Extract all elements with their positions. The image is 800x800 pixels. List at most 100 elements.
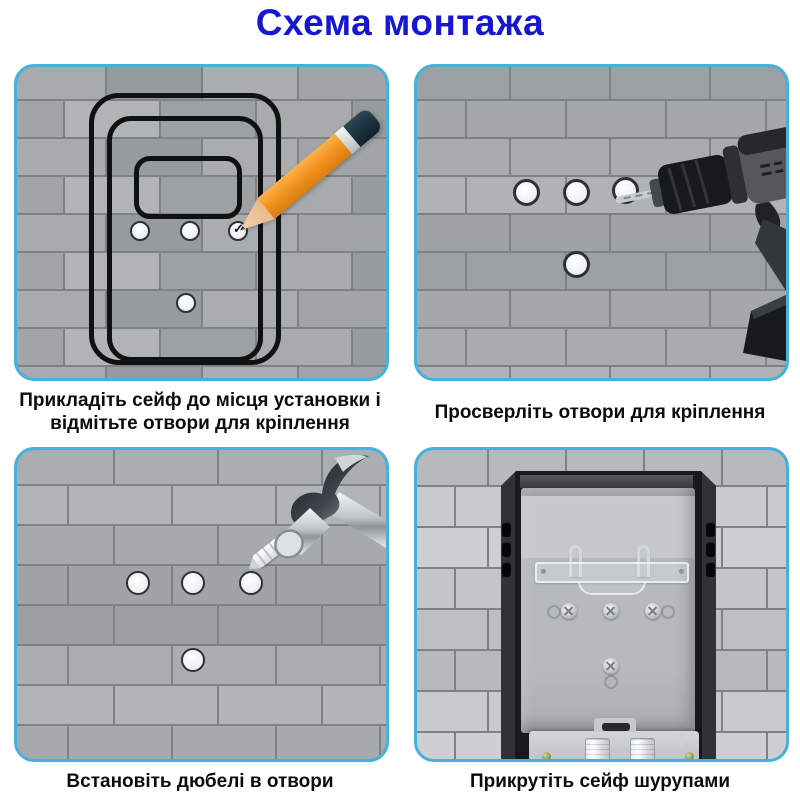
brick: [17, 646, 67, 684]
drill-icon: [615, 119, 786, 361]
brick: [17, 329, 63, 365]
brick: [381, 646, 386, 684]
grip-ridge: [706, 522, 715, 537]
bracket-screw: [679, 569, 684, 574]
brick: [768, 487, 786, 526]
key-hanger-bracket: [535, 562, 689, 583]
brick: [417, 651, 454, 690]
brick: [511, 67, 609, 99]
brick: [611, 291, 709, 327]
brick: [17, 526, 113, 564]
brick: [173, 726, 275, 759]
brick: [417, 692, 487, 731]
brick: [17, 450, 113, 484]
brick: [417, 67, 509, 99]
key-safe-top-edge: [520, 475, 693, 488]
brick: [65, 253, 159, 289]
brick: [115, 450, 217, 484]
screw-icon: [645, 603, 661, 619]
dowel-hole: [239, 571, 263, 595]
brick: [711, 67, 786, 99]
drilled-hole: [563, 179, 590, 206]
brick: [567, 101, 665, 137]
brick: [69, 566, 171, 604]
brick: [203, 291, 297, 327]
screw-icon: [603, 603, 619, 619]
brick: [17, 566, 67, 604]
brick: [17, 686, 113, 724]
brick: [467, 253, 565, 289]
brick: [417, 528, 487, 567]
screw-icon: [561, 603, 577, 619]
brick: [17, 177, 63, 213]
bracket-screw: [541, 569, 546, 574]
brick: [611, 215, 709, 251]
marked-hole: [176, 293, 196, 313]
lock-pin: [679, 733, 685, 747]
brick: [299, 215, 386, 251]
brick: [277, 726, 379, 759]
brick: [17, 486, 67, 524]
brick: [723, 610, 786, 649]
bracket-curve: [578, 581, 646, 595]
step-caption-3: Встановіть дюбелі в отвори: [66, 771, 334, 792]
brick: [17, 726, 67, 759]
step-caption-4: Прикрутіть сейф шурупами: [469, 771, 731, 792]
page-title: Схема монтажа: [255, 2, 545, 43]
marked-hole: [180, 221, 200, 241]
brick: [299, 291, 386, 327]
brick: [353, 253, 386, 289]
brick: [381, 726, 386, 759]
brick: [417, 569, 454, 608]
grip-ridge: [502, 542, 511, 557]
brick: [107, 367, 201, 378]
brick: [611, 367, 709, 378]
brick: [381, 566, 386, 604]
brick: [299, 367, 386, 378]
brick: [768, 569, 786, 608]
brick: [219, 686, 321, 724]
brick: [417, 291, 509, 327]
brick: [511, 215, 609, 251]
brick: [115, 606, 217, 644]
combination-dial: [585, 738, 610, 759]
brick: [417, 450, 487, 485]
brick: [323, 606, 386, 644]
brick: [417, 139, 509, 175]
brick: [69, 726, 171, 759]
grip-ridge: [502, 522, 511, 537]
brick: [299, 67, 386, 99]
check-mark-icon: ✓: [233, 221, 244, 236]
safe-outline-inner: [107, 116, 263, 362]
step-caption-1: Прикладіть сейф до місця установки і від…: [19, 390, 381, 434]
brick: [161, 253, 255, 289]
key-hook-icon: [569, 545, 582, 577]
screw-icon: [603, 658, 619, 674]
brick: [511, 139, 609, 175]
brick: [417, 610, 487, 649]
latch-slot: [602, 723, 630, 731]
brick: [17, 101, 63, 137]
brick: [17, 367, 105, 378]
brick: [203, 367, 297, 378]
safe-outline-window: [134, 156, 242, 219]
brick: [417, 215, 509, 251]
brick: [115, 686, 217, 724]
brick: [567, 329, 665, 365]
lock-mechanism: [529, 731, 699, 759]
brick: [417, 487, 454, 526]
grip-ridge: [706, 562, 715, 577]
brick: [417, 733, 454, 759]
brick: [277, 566, 379, 604]
brick: [323, 686, 386, 724]
brick: [173, 486, 275, 524]
brick: [723, 450, 786, 485]
brick: [115, 526, 217, 564]
brick: [69, 486, 171, 524]
brick: [353, 177, 386, 213]
drilled-hole: [563, 251, 590, 278]
brick: [257, 253, 351, 289]
combination-dial: [630, 738, 655, 759]
drilled-hole: [513, 179, 540, 206]
brick: [511, 367, 609, 378]
